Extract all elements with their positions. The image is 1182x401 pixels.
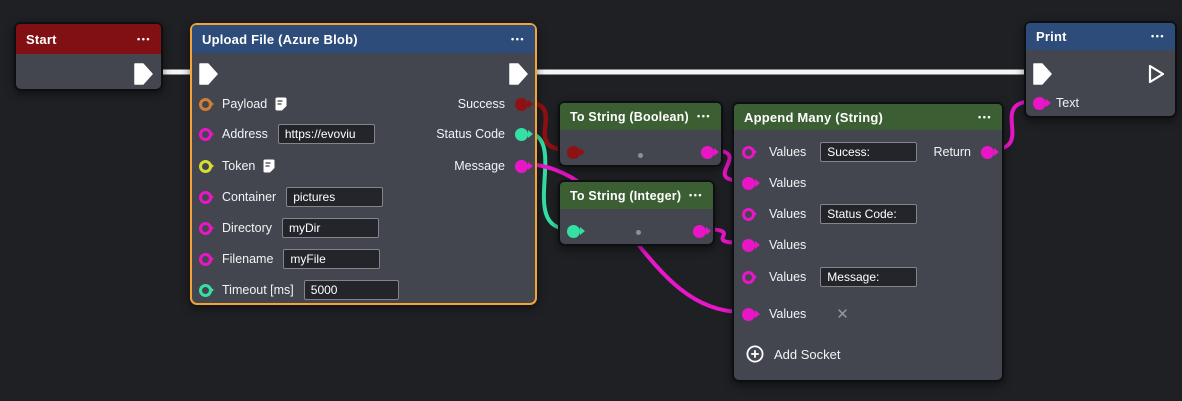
port-address-input[interactable] [199, 127, 212, 141]
add-socket-label: Add Socket [774, 346, 841, 362]
node-to-string-integer[interactable]: To String (Integer) ••• [558, 180, 715, 246]
port-timeout-input[interactable] [199, 283, 212, 297]
add-circle-icon [746, 345, 764, 363]
port-values-2-input[interactable] [742, 176, 755, 190]
port-values-1-input[interactable] [742, 145, 755, 159]
directory-field[interactable] [282, 218, 380, 238]
message-label: Message [454, 159, 505, 173]
address-label: Address [222, 127, 268, 141]
delete-socket-icon[interactable]: ✕ [836, 305, 849, 323]
port-string-output[interactable] [693, 224, 706, 238]
port-message-output[interactable] [515, 159, 528, 173]
port-filename-input[interactable] [199, 252, 212, 266]
port-payload-input[interactable] [199, 97, 212, 111]
filename-field[interactable] [283, 249, 381, 269]
menu-icon[interactable]: ••• [511, 33, 525, 44]
values-label: Values [769, 145, 807, 159]
text-label: Text [1056, 96, 1079, 110]
collapsed-socket-dot [638, 153, 643, 158]
collapsed-socket-dot [636, 230, 641, 235]
exec-output-port[interactable] [134, 63, 153, 85]
node-to-string-integer-title: To String (Integer) [570, 188, 682, 203]
payload-label: Payload [222, 97, 268, 111]
values-label: Values [769, 176, 807, 190]
exec-output-port[interactable] [509, 63, 528, 85]
port-directory-input[interactable] [199, 221, 212, 235]
port-integer-input[interactable] [567, 224, 580, 238]
port-values-3-input[interactable] [742, 207, 755, 221]
address-field[interactable] [277, 124, 375, 144]
exec-input-port[interactable] [1033, 63, 1052, 85]
port-text-input[interactable] [1033, 96, 1046, 110]
token-label: Token [222, 159, 256, 173]
node-append-title: Append Many (String) [744, 109, 884, 125]
port-values-5-input[interactable] [742, 270, 755, 284]
menu-icon[interactable]: ••• [689, 190, 703, 200]
node-upload-title: Upload File (Azure Blob) [202, 31, 358, 47]
return-label: Return [933, 145, 971, 159]
node-to-string-boolean-title: To String (Boolean) [570, 109, 689, 124]
port-values-4-input[interactable] [742, 238, 755, 252]
values-3-field[interactable] [820, 204, 918, 224]
port-success-output[interactable] [515, 97, 528, 111]
timeout-label: Timeout [ms] [222, 283, 294, 297]
directory-label: Directory [222, 221, 273, 235]
port-return-output[interactable] [981, 145, 994, 159]
document-icon [275, 97, 287, 111]
status-code-label: Status Code [436, 127, 505, 141]
container-label: Container [222, 190, 277, 204]
node-append-many-string[interactable]: Append Many (String) ••• Values Values V… [732, 102, 1004, 382]
port-container-input[interactable] [199, 190, 212, 204]
timeout-field[interactable] [303, 280, 399, 300]
port-token-input[interactable] [199, 159, 212, 173]
values-1-field[interactable] [820, 142, 918, 162]
container-field[interactable] [286, 187, 384, 207]
node-print[interactable]: Print ••• Text [1024, 21, 1177, 118]
values-label: Values [769, 207, 807, 221]
menu-icon[interactable]: ••• [137, 33, 151, 44]
exec-output-port[interactable] [1147, 63, 1166, 85]
node-start[interactable]: Start ••• [14, 22, 163, 91]
exec-input-port[interactable] [199, 63, 218, 85]
port-status-code-output[interactable] [515, 127, 528, 141]
port-string-output[interactable] [701, 145, 714, 159]
node-start-title: Start [26, 31, 57, 47]
node-to-string-boolean[interactable]: To String (Boolean) ••• [558, 101, 723, 167]
values-label: Values [769, 307, 807, 321]
values-5-field[interactable] [820, 267, 918, 287]
success-label: Success [457, 97, 505, 111]
port-values-6-input[interactable] [742, 307, 755, 321]
menu-icon[interactable]: ••• [978, 111, 992, 122]
menu-icon[interactable]: ••• [697, 111, 711, 121]
values-label: Values [769, 238, 807, 252]
port-boolean-input[interactable] [567, 145, 580, 159]
document-icon [263, 159, 275, 173]
filename-label: Filename [222, 252, 274, 266]
node-upload-file-azure-blob[interactable]: Upload File (Azure Blob) ••• Payload Add… [190, 23, 537, 305]
values-label: Values [769, 270, 807, 284]
menu-icon[interactable]: ••• [1151, 31, 1165, 41]
node-print-title: Print [1036, 29, 1067, 44]
add-socket-button[interactable]: Add Socket [746, 342, 841, 366]
